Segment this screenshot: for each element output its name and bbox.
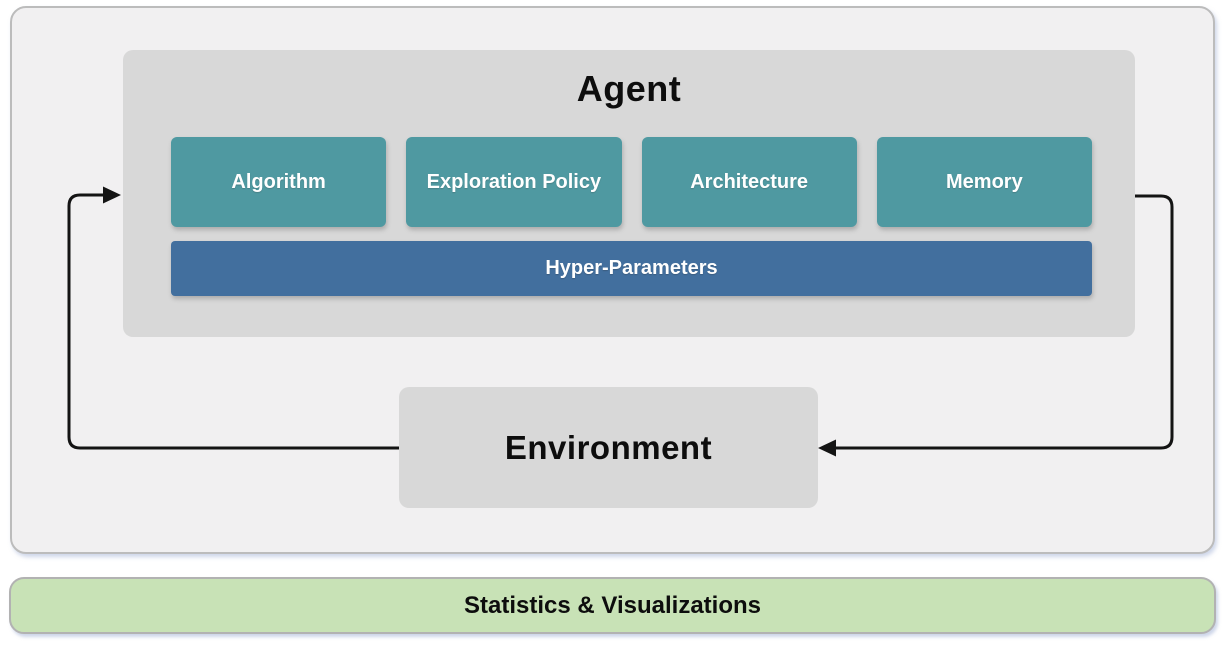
component-label: Architecture [690,170,809,193]
statistics-visualizations-label: Statistics & Visualizations [464,591,761,619]
component-box-memory: Memory [876,137,1092,227]
statistics-visualizations-bar: Statistics & Visualizations [9,577,1216,634]
component-label: Algorithm [231,170,326,193]
hyper-parameters-label: Hyper-Parameters [545,257,718,279]
component-label: Exploration Policy [426,170,602,193]
environment-box: Environment [399,387,818,508]
hyper-parameters-bar: Hyper-Parameters [171,241,1092,296]
component-box-exploration-policy: Exploration Policy [406,137,622,227]
component-label: Memory [946,170,1023,193]
component-box-architecture: Architecture [641,137,857,227]
agent-title: Agent [576,68,682,109]
component-box-algorithm: Algorithm [171,137,387,227]
agent-component-row: Algorithm Exploration Policy Architectur… [171,137,1092,227]
environment-title: Environment [504,428,713,466]
